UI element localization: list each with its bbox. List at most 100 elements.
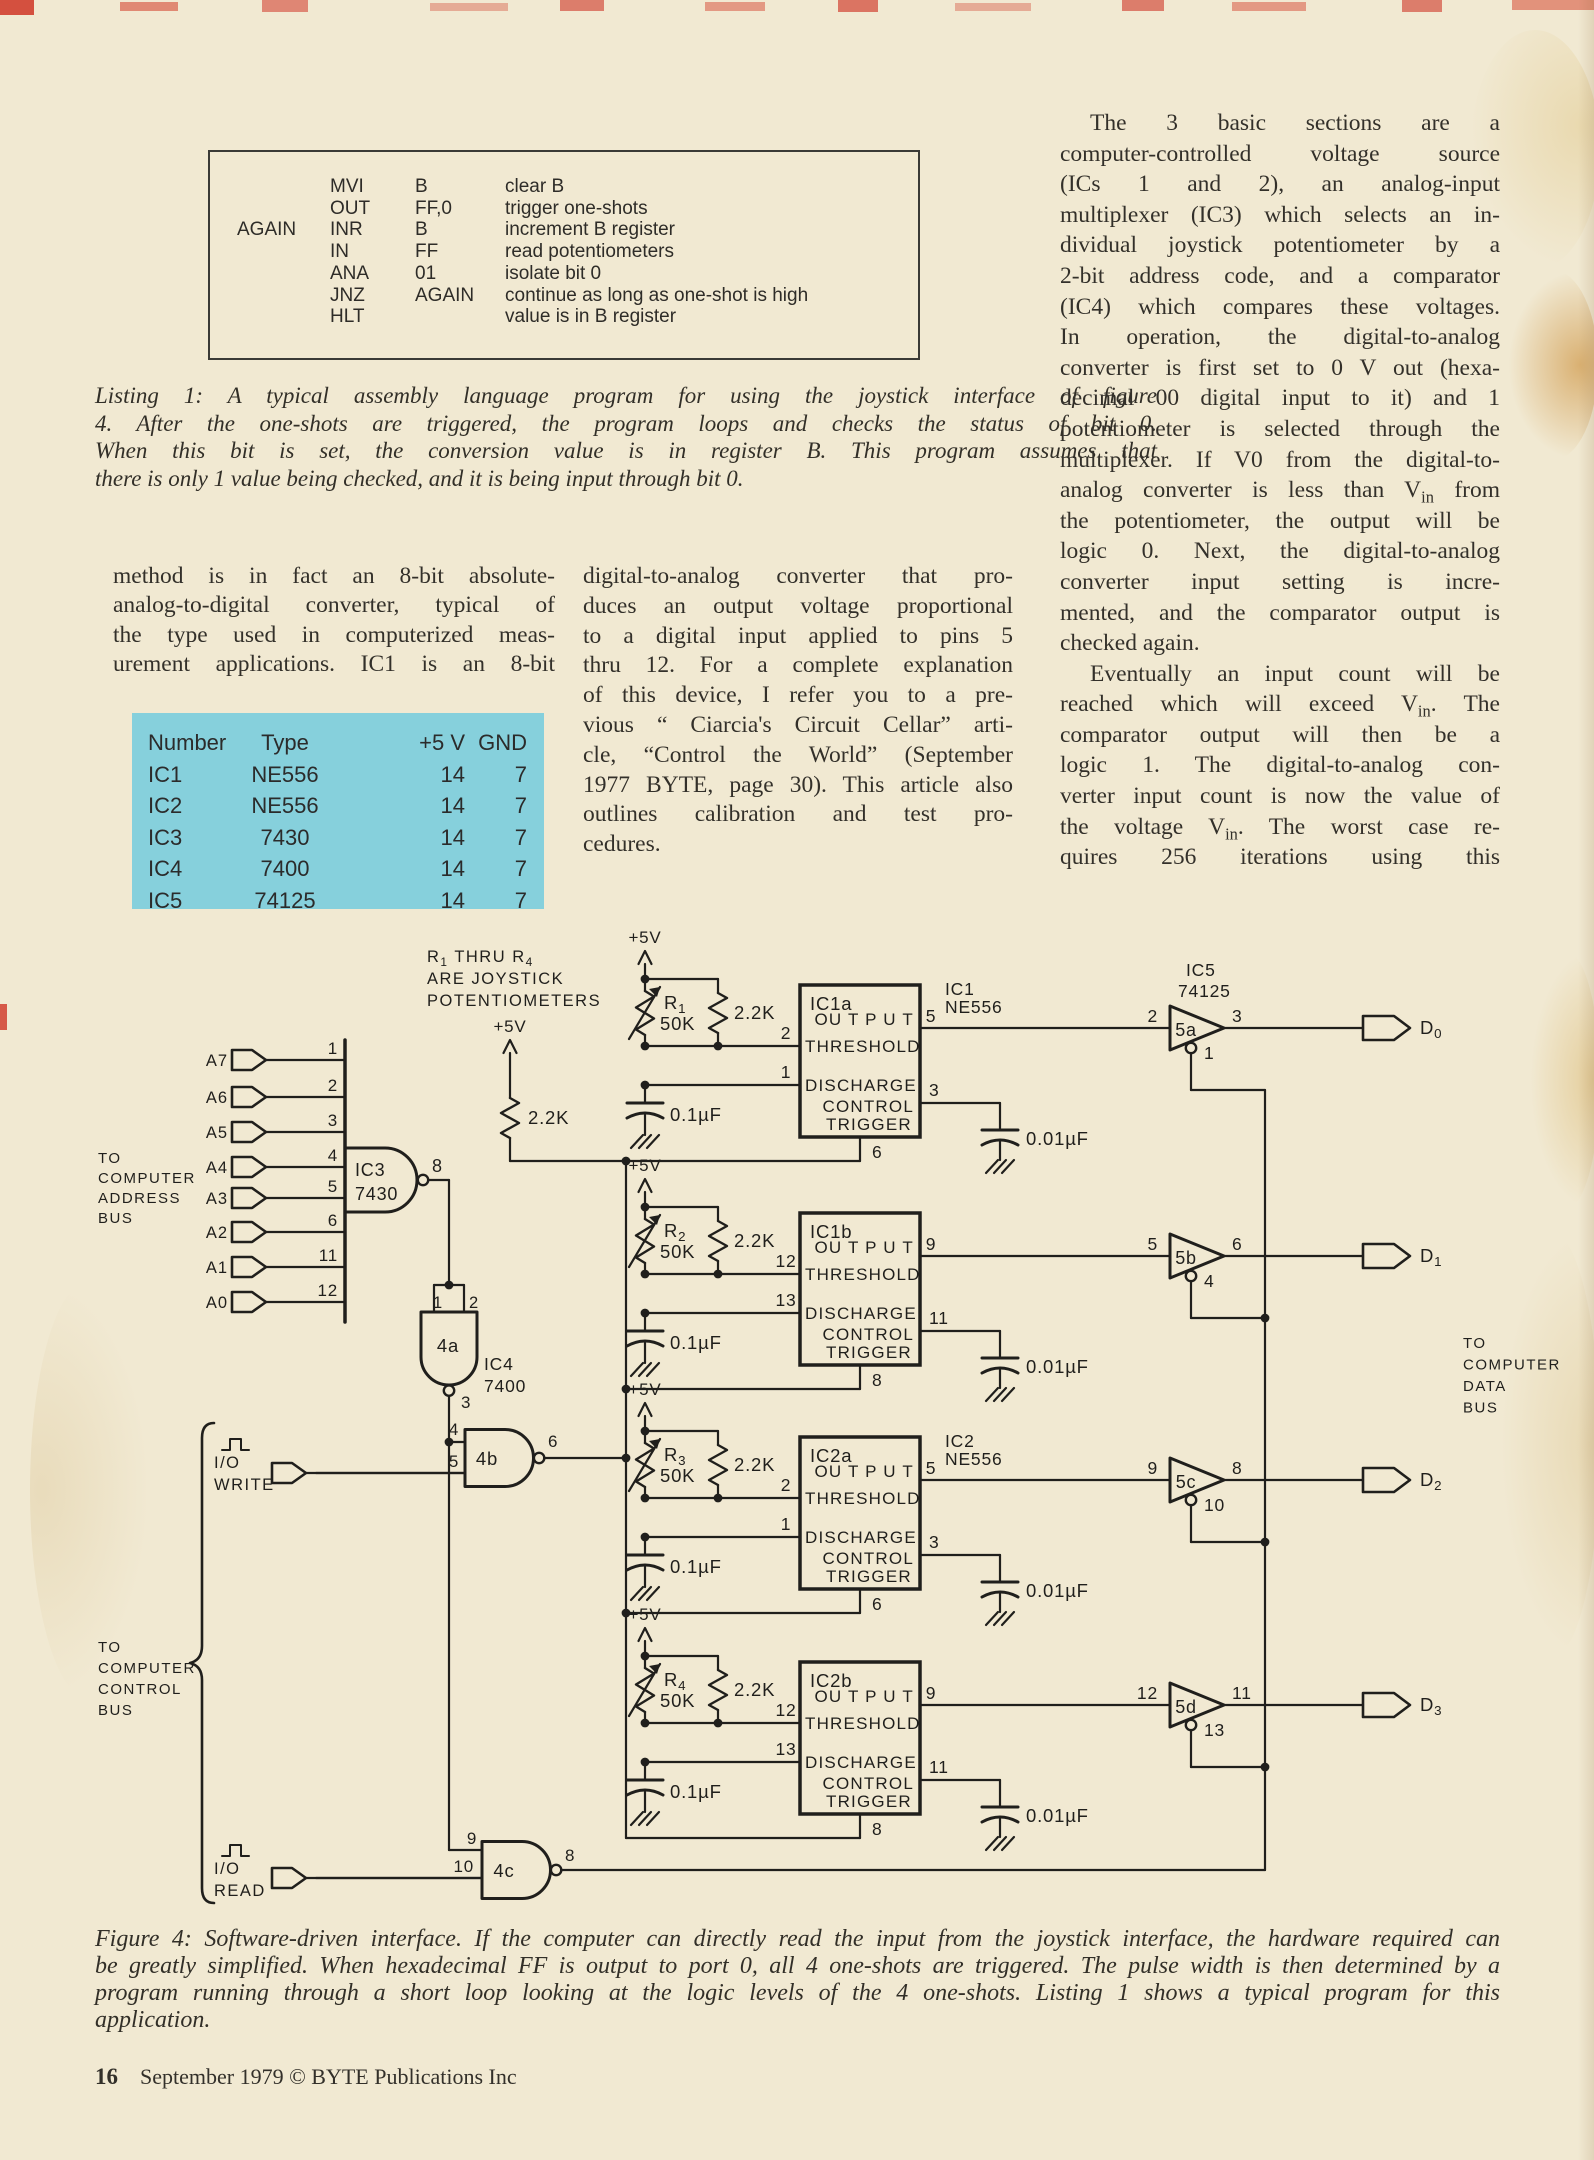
text-line: 1977 BYTE, page 30). This article also <box>583 771 1013 798</box>
svg-text:0.1µF: 0.1µF <box>670 1104 722 1125</box>
text-line: The 3 basic sections are a <box>1090 110 1500 136</box>
text-line: application. <box>95 2007 211 2033</box>
svg-text:0.01µF: 0.01µF <box>1026 1128 1089 1149</box>
svg-text:9: 9 <box>926 1683 937 1703</box>
svg-text:74125: 74125 <box>1178 981 1231 1001</box>
text-line: cle, “Control the World” (September <box>583 741 1013 768</box>
text-line: logic 1. The digital-to-analog con- <box>1060 752 1500 779</box>
svg-text:COMPUTER: COMPUTER <box>98 1660 196 1677</box>
listing-comment: isolate bit 0 <box>505 262 602 284</box>
svg-text:+5V: +5V <box>628 1380 661 1399</box>
svg-text:NE556: NE556 <box>945 997 1003 1017</box>
page-number: 16 <box>95 2064 118 2089</box>
text-line: mented, and the comparator output is <box>1060 599 1500 626</box>
text-line: Eventually an input count will be <box>1090 660 1500 687</box>
column-header: Type <box>261 730 309 755</box>
svg-text:50K: 50K <box>660 1690 695 1711</box>
text-line: In operation, the digital-to-analog <box>1060 324 1500 351</box>
text-line: Listing 1: A typical assembly language p… <box>95 383 1157 408</box>
listing-comment: read potentiometers <box>505 241 674 263</box>
text-line: outlines calibration and test pro- <box>583 801 1013 828</box>
table-cell: 14 <box>440 856 465 882</box>
svg-text:7430: 7430 <box>355 1184 398 1204</box>
svg-text:R3: R3 <box>664 1444 686 1468</box>
text-line: to a digital input applied to pins 5 <box>583 622 1013 649</box>
text-line: the type used in computerized meas- <box>113 621 555 648</box>
svg-text:5: 5 <box>926 1458 937 1478</box>
listing-label <box>237 198 330 220</box>
text-line: vious “ Ciarcia's Circuit Cellar” arti- <box>583 711 1013 738</box>
listing-opcode: MVI <box>330 176 364 197</box>
svg-text:THRESHOLD: THRESHOLD <box>805 1037 921 1056</box>
svg-text:R1 THRU R4: R1 THRU R4 <box>427 948 534 969</box>
text-line: urement applications. IC1 is an 8-bit <box>113 650 555 677</box>
io-read-connector: I/O READ <box>214 1844 484 1900</box>
svg-text:I/O: I/O <box>214 1860 241 1878</box>
svg-text:4: 4 <box>1204 1271 1215 1291</box>
table-cell: IC1 <box>148 761 183 787</box>
text-line: there is only 1 value being checked, and… <box>95 465 744 491</box>
svg-text:I/O: I/O <box>214 1454 241 1472</box>
listing-opcode: JNZ <box>330 284 365 306</box>
page-edge-shade <box>1578 0 1594 2160</box>
text-line: cedures. <box>583 831 661 858</box>
svg-text:ADDRESS: ADDRESS <box>98 1190 181 1207</box>
article-column-middle: digital-to-analog converter that pro-duc… <box>583 562 1013 860</box>
column-header: GND <box>478 730 527 755</box>
table-cell: IC5 <box>148 887 183 913</box>
svg-text:7400: 7400 <box>484 1376 526 1396</box>
svg-text:9: 9 <box>1147 1458 1158 1478</box>
svg-text:1: 1 <box>328 1039 338 1058</box>
text-line: converter is first set to 0 V out (hexa- <box>1060 354 1500 381</box>
svg-text:5: 5 <box>328 1177 338 1196</box>
ic3-address-multiplexer: A71A62A53A44A35A26A111A012IC374308TOCOMP… <box>98 1038 454 1324</box>
article-column-left: method is in fact an 8-bit absolute-anal… <box>113 562 555 679</box>
listing-label <box>237 306 330 328</box>
table-cell: 14 <box>440 761 465 787</box>
svg-text:D1: D1 <box>1420 1245 1442 1269</box>
svg-text:A2: A2 <box>206 1224 228 1242</box>
text-line: 2-bit address code, and a comparator <box>1060 262 1500 289</box>
svg-text:8: 8 <box>872 1370 883 1390</box>
svg-text:12: 12 <box>775 1251 796 1271</box>
svg-text:READ: READ <box>214 1882 266 1900</box>
svg-text:3: 3 <box>929 1532 940 1552</box>
listing-operand: 01 <box>415 262 437 284</box>
svg-text:A1: A1 <box>206 1259 228 1277</box>
svg-text:+5V: +5V <box>493 1017 526 1036</box>
listing-label: AGAIN <box>237 219 297 241</box>
svg-text:CONTROL: CONTROL <box>822 1774 914 1793</box>
svg-text:4c: 4c <box>493 1860 514 1881</box>
text-line: (IC4) which compares these voltages. <box>1060 293 1500 320</box>
svg-text:DISCHARGE: DISCHARGE <box>805 1528 917 1547</box>
text-line: decimal 00 digital input to it) and 1 <box>1060 385 1500 412</box>
listing-label <box>237 241 330 263</box>
table-cell: 7 <box>514 887 527 913</box>
svg-text:TO: TO <box>98 1150 122 1167</box>
table-cell: IC4 <box>148 856 183 882</box>
svg-text:OU T P U T: OU T P U T <box>814 1687 914 1706</box>
table-cell: IC3 <box>148 824 183 850</box>
svg-text:IC3: IC3 <box>355 1160 385 1180</box>
svg-text:50K: 50K <box>660 1013 695 1034</box>
text-line: (ICs 1 and 2), an analog-input <box>1060 171 1500 198</box>
svg-text:R2: R2 <box>664 1220 686 1244</box>
listing-opcode: IN <box>330 241 349 263</box>
listing-operand: B <box>415 176 428 197</box>
text-line: be greatly simplified. When hexadecimal … <box>95 1953 1500 1979</box>
table-cell: 74125 <box>254 887 316 913</box>
svg-text:IC1: IC1 <box>945 979 975 999</box>
svg-text:A0: A0 <box>206 1294 228 1312</box>
svg-text:9: 9 <box>467 1829 477 1848</box>
text-line: logic 0. Next, the digital-to-analog <box>1060 538 1500 565</box>
svg-text:CONTROL: CONTROL <box>822 1097 914 1116</box>
